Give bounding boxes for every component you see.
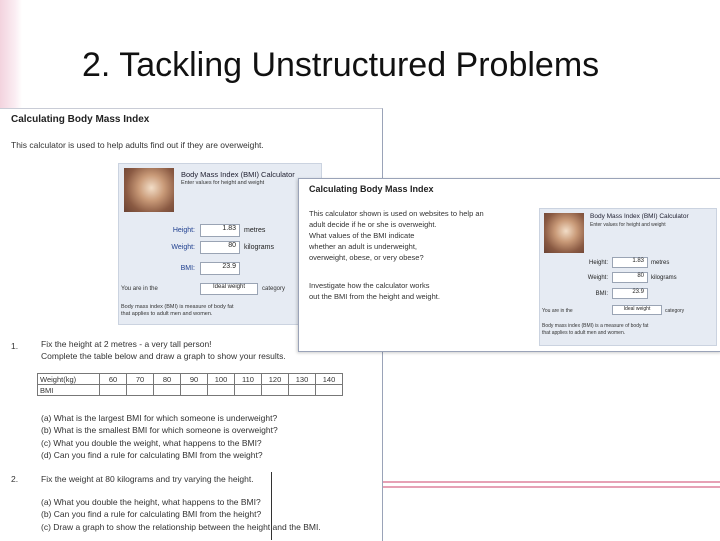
card-height-label: Height: bbox=[588, 260, 608, 266]
question-1d: (d) Can you find a rule for calculating … bbox=[41, 449, 263, 460]
calculator-note-line: Body mass index (BMI) is measure of body… bbox=[121, 304, 234, 310]
card-height-input[interactable]: 1.83 bbox=[612, 257, 648, 268]
card-weight-label: Weight: bbox=[587, 275, 608, 281]
calculator-note: Body mass index (BMI) is measure of body… bbox=[121, 304, 234, 319]
table-cell-weight: 130 bbox=[288, 373, 316, 385]
card-line: What values of the BMI indicate bbox=[309, 230, 415, 240]
table-cell-bmi[interactable] bbox=[207, 384, 235, 396]
worksheet-heading: Calculating Body Mass Index bbox=[11, 114, 150, 125]
bmi-calculator-panel: Body Mass Index (BMI) Calculator Enter v… bbox=[118, 163, 322, 325]
table-cell-bmi[interactable] bbox=[234, 384, 262, 396]
text-cursor bbox=[271, 472, 272, 540]
card-line: Investigate how the calculator works bbox=[309, 281, 430, 290]
worksheet-intro: This calculator is used to help adults f… bbox=[11, 140, 264, 150]
card-line: out the BMI from the height and weight. bbox=[309, 291, 440, 301]
card-calculator-title: Body Mass Index (BMI) Calculator bbox=[590, 213, 689, 220]
table-cell-bmi[interactable] bbox=[261, 384, 289, 396]
height-input[interactable]: 1.83 bbox=[200, 224, 240, 237]
card-calculator-note: Body mass index (BMI) is a measure of bo… bbox=[542, 323, 648, 337]
question-1-line: Fix the height at 2 metres - a very tall… bbox=[41, 339, 212, 349]
overlay-card: Calculating Body Mass Index This calcula… bbox=[298, 178, 720, 352]
card-paragraph-1: This calculator shown is used on website… bbox=[309, 209, 484, 263]
question-1a: (a) What is the largest BMI for which so… bbox=[41, 413, 278, 423]
question-1-parts: (a) What is the largest BMI for which so… bbox=[41, 412, 278, 461]
person-photo bbox=[544, 213, 584, 253]
table-row-bmi: BMI bbox=[37, 384, 343, 396]
table-cell-bmi[interactable] bbox=[99, 384, 127, 396]
card-line: This calculator shown is used on website… bbox=[309, 209, 484, 218]
card-paragraph-2: Investigate how the calculator works out… bbox=[309, 281, 440, 303]
calculator-title: Body Mass Index (BMI) Calculator bbox=[181, 170, 295, 179]
card-weight-unit: kilograms bbox=[651, 275, 677, 281]
calculator-subtitle: Enter values for height and weight bbox=[181, 180, 265, 186]
card-category-value: Ideal weight bbox=[612, 305, 662, 315]
person-photo bbox=[124, 168, 174, 212]
card-bmi-calculator-panel: Body Mass Index (BMI) Calculator Enter v… bbox=[539, 208, 717, 346]
card-line: adult decide if he or she is overweight. bbox=[309, 219, 437, 229]
card-bmi-label: BMI: bbox=[595, 291, 608, 297]
question-2c: (c) Draw a graph to show the relationshi… bbox=[41, 521, 321, 532]
weight-unit: kilograms bbox=[244, 244, 274, 251]
weight-input[interactable]: 80 bbox=[200, 241, 240, 254]
decorative-lines bbox=[383, 481, 720, 491]
table-cell-bmi[interactable] bbox=[180, 384, 208, 396]
bmi-output: 23.9 bbox=[200, 262, 240, 275]
category-suffix: category bbox=[262, 286, 286, 292]
question-1-number: 1. bbox=[11, 341, 19, 351]
table-header-bmi: BMI bbox=[37, 384, 100, 396]
card-calculator-subtitle: Enter values for height and weight bbox=[590, 222, 666, 228]
question-1-intro: Fix the height at 2 metres - a very tall… bbox=[41, 338, 286, 363]
height-unit: metres bbox=[244, 227, 266, 234]
table-cell-weight: 110 bbox=[234, 373, 262, 385]
table-cell-weight: 80 bbox=[153, 373, 181, 385]
table-cell-weight: 60 bbox=[99, 373, 127, 385]
question-1c: (c) What you double the weight, what hap… bbox=[41, 437, 262, 448]
question-2-parts: (a) What you double the height, what hap… bbox=[41, 496, 321, 533]
card-category-prefix: You are in the bbox=[542, 308, 573, 314]
table-cell-bmi[interactable] bbox=[288, 384, 316, 396]
slide-title: 2. Tackling Unstructured Problems bbox=[82, 46, 600, 84]
table-cell-bmi[interactable] bbox=[153, 384, 181, 396]
card-height-unit: metres bbox=[651, 260, 670, 266]
weight-bmi-table: Weight(kg) 60 70 80 90 100 110 120 130 1… bbox=[37, 373, 343, 396]
weight-label: Weight: bbox=[171, 244, 195, 251]
height-label: Height: bbox=[172, 227, 195, 234]
table-cell-bmi[interactable] bbox=[315, 384, 343, 396]
table-cell-weight: 120 bbox=[261, 373, 289, 385]
bmi-label: BMI: bbox=[180, 265, 195, 272]
question-2b: (b) Can you find a rule for calculating … bbox=[41, 509, 262, 520]
card-line: overweight, obese, or very obese? bbox=[309, 252, 424, 262]
question-2-intro: Fix the weight at 80 kilograms and try v… bbox=[41, 474, 254, 484]
card-bmi-output: 23.9 bbox=[612, 288, 648, 299]
table-header-weight: Weight(kg) bbox=[37, 373, 100, 385]
table-cell-weight: 70 bbox=[126, 373, 154, 385]
card-calculator-note-line: Body mass index (BMI) is a measure of bo… bbox=[542, 323, 649, 329]
card-heading: Calculating Body Mass Index bbox=[309, 184, 434, 194]
table-cell-weight: 140 bbox=[315, 373, 343, 385]
card-category-suffix: category bbox=[665, 308, 685, 314]
question-2-number: 2. bbox=[11, 474, 19, 484]
category-prefix: You are in the bbox=[121, 286, 158, 292]
question-2a: (a) What you double the height, what hap… bbox=[41, 497, 261, 507]
question-1-line: Complete the table below and draw a grap… bbox=[41, 351, 286, 362]
card-weight-input[interactable]: 80 bbox=[612, 272, 648, 283]
table-cell-weight: 100 bbox=[207, 373, 235, 385]
question-1b: (b) What is the smallest BMI for which s… bbox=[41, 425, 278, 436]
card-line: whether an adult is underweight, bbox=[309, 241, 417, 251]
calculator-note-line: that applies to adult men and women. bbox=[121, 311, 213, 318]
category-value: Ideal weight bbox=[200, 283, 258, 295]
table-cell-weight: 90 bbox=[180, 373, 208, 385]
card-calculator-note-line: that applies to adult men and women. bbox=[542, 329, 626, 336]
table-row-weight: Weight(kg) 60 70 80 90 100 110 120 130 1… bbox=[37, 373, 343, 385]
table-cell-bmi[interactable] bbox=[126, 384, 154, 396]
